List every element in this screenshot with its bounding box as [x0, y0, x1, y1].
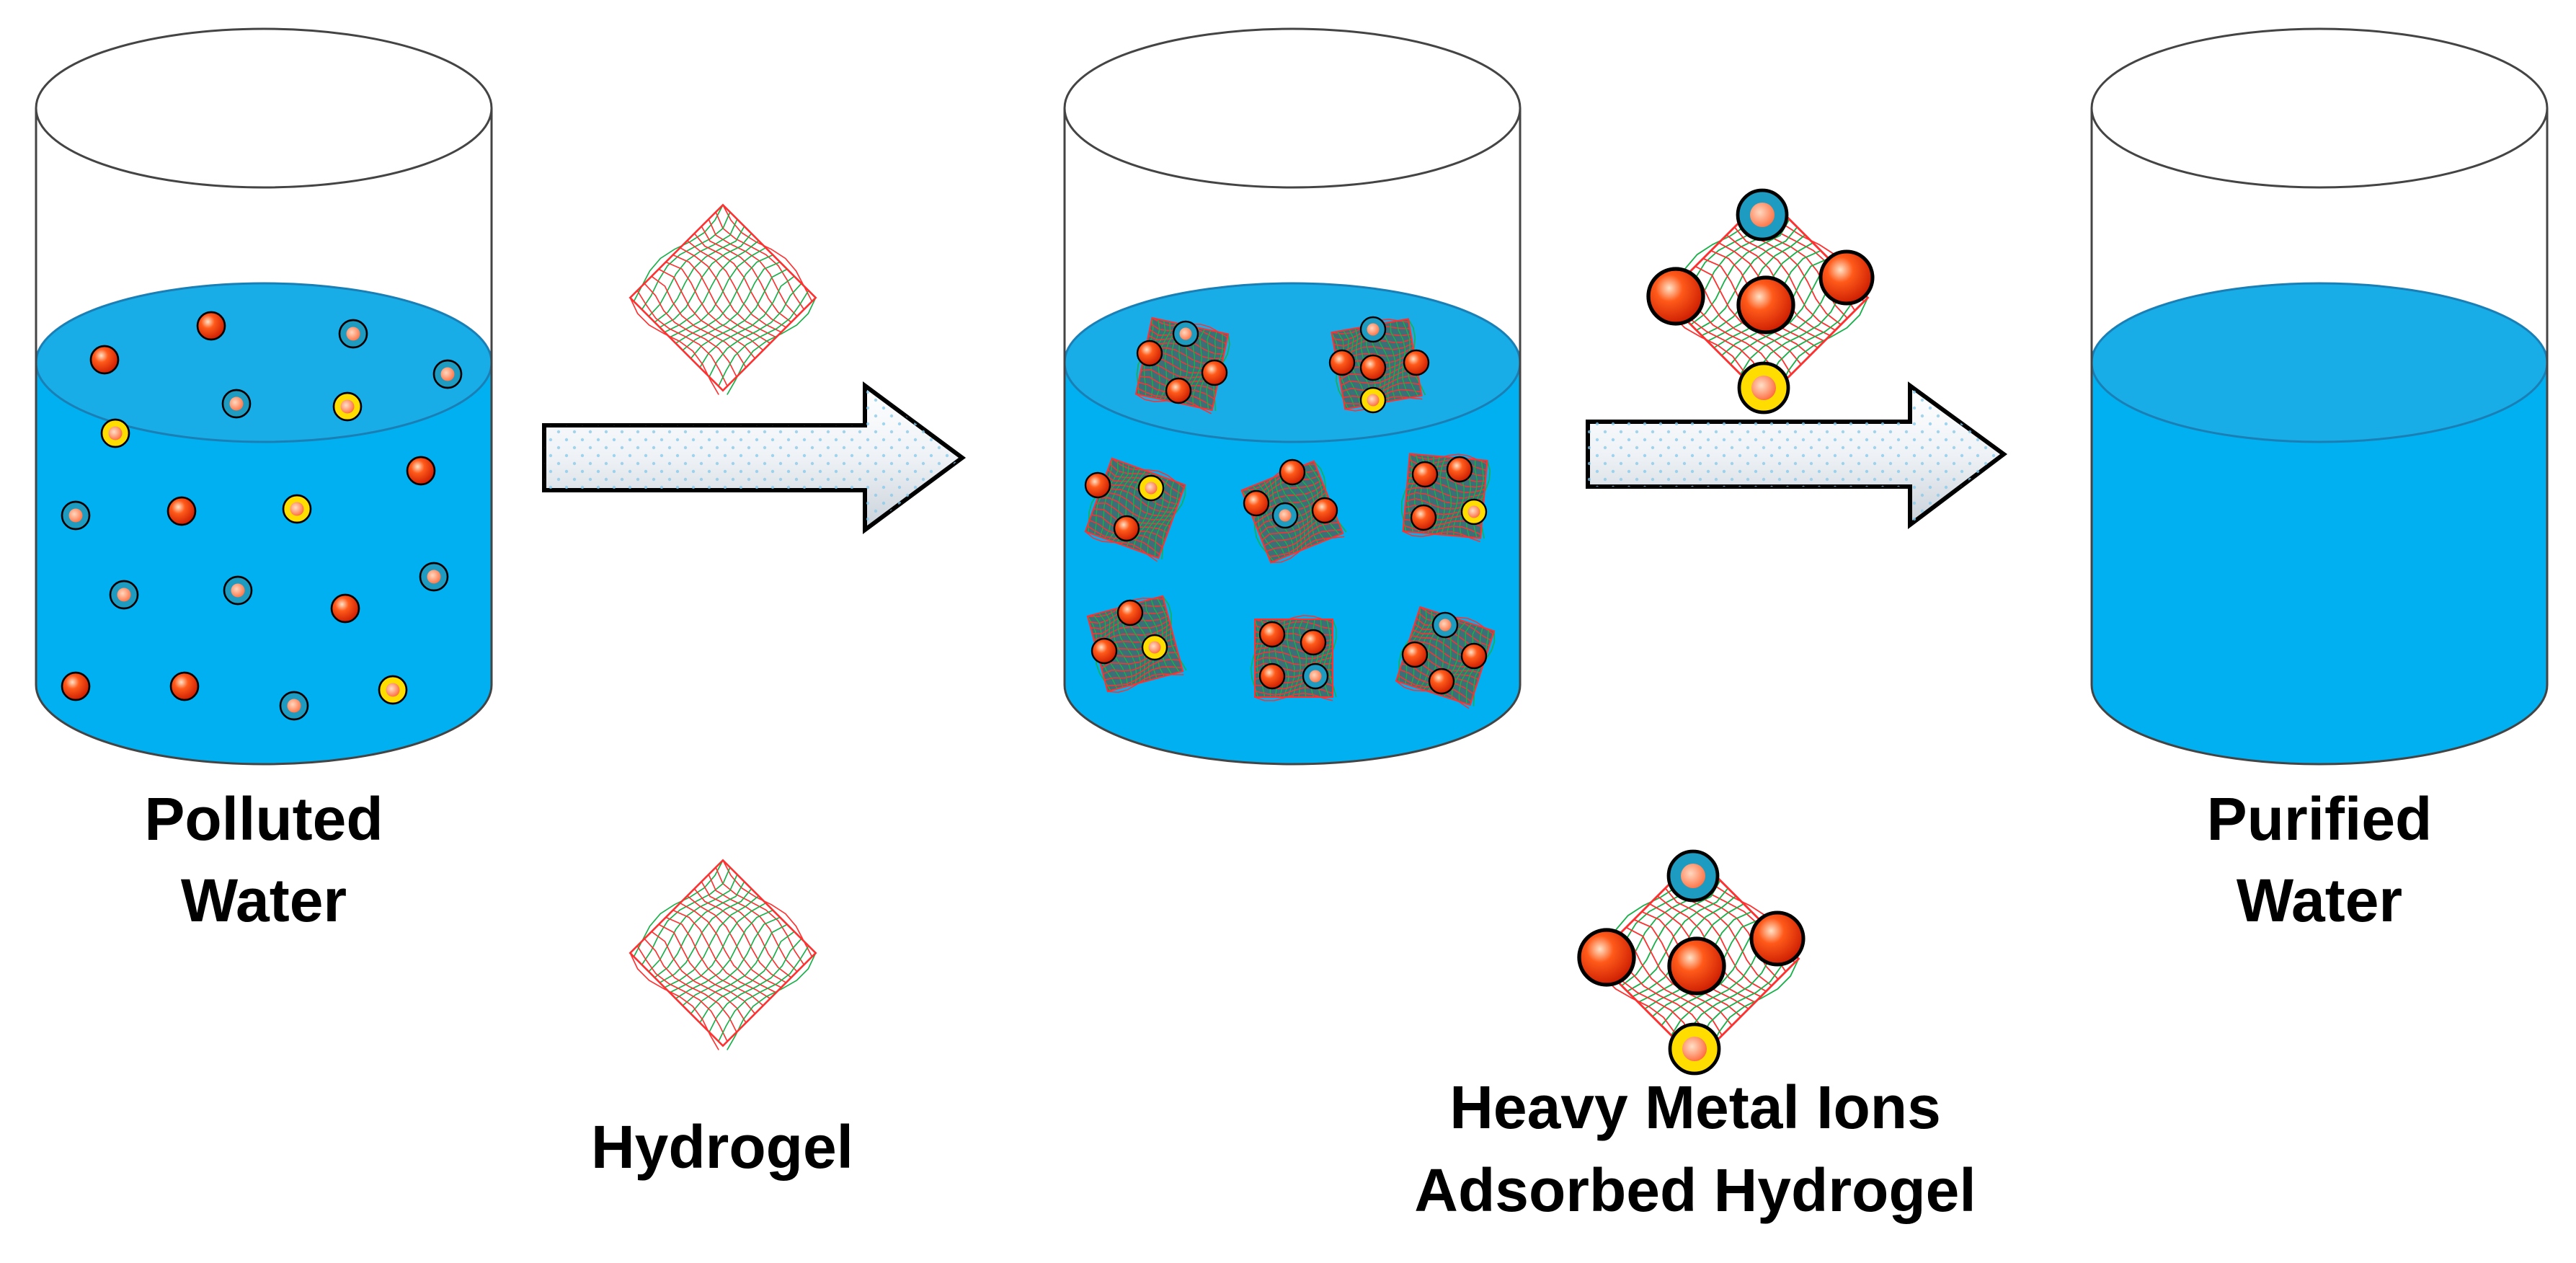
red-ion [406, 456, 436, 486]
red-ion [1279, 458, 1306, 486]
red-ion [330, 593, 360, 624]
red-ion [1460, 642, 1488, 670]
red-ion [1667, 936, 1726, 996]
red-ion [1091, 637, 1118, 665]
teal-ion [1666, 849, 1720, 903]
yellow-ion [1137, 474, 1165, 502]
red-ion [169, 671, 200, 701]
red-ion [1403, 349, 1430, 376]
polluted-water-body [36, 363, 492, 764]
label-purified-line1: Purified [2207, 785, 2433, 853]
label-hydrogel: Hydrogel [591, 1113, 853, 1181]
red-ion [196, 311, 226, 341]
red-ion [1258, 621, 1286, 648]
beaker-rim-2 [1063, 27, 1522, 189]
red-ion [1136, 340, 1163, 367]
red-ion [1116, 599, 1144, 626]
teal-ion [61, 500, 91, 531]
yellow-ion [1460, 498, 1488, 526]
red-ion [1446, 456, 1473, 483]
beaker-outline-3 [2090, 108, 2549, 766]
teal-ion [338, 319, 368, 349]
red-ion [1258, 662, 1286, 690]
red-ion [61, 671, 91, 701]
yellow-ion [282, 494, 312, 524]
teal-ion [432, 359, 463, 389]
hydrogel-mesh [629, 859, 817, 1050]
yellow-ion [1668, 1022, 1721, 1076]
adsorbed-hydrogel-icon-top [1646, 188, 1875, 415]
hydrogel-icon-top [629, 203, 817, 395]
hydrogels-in-water [1084, 316, 1496, 709]
teal-ion [1271, 502, 1299, 529]
red-ion [1818, 249, 1875, 306]
yellow-ion [1141, 634, 1168, 661]
teal-ion [279, 691, 309, 721]
purified-water-surface [2090, 282, 2549, 443]
beaker-outline [35, 108, 493, 766]
red-ion [1577, 928, 1636, 987]
teal-ion [1359, 316, 1387, 343]
process-arrow-1 [542, 381, 967, 534]
red-ion [1165, 377, 1192, 404]
teal-ion [109, 580, 139, 610]
yellow-ion [1737, 361, 1790, 415]
red-ion [1084, 471, 1111, 499]
red-ion [1646, 267, 1705, 326]
yellow-ion [378, 675, 408, 705]
red-ion [166, 496, 197, 526]
teal-ion [419, 562, 449, 592]
beaker-purified [2090, 27, 2549, 766]
red-ion [1328, 349, 1356, 376]
label-purified-line2: Water [2237, 867, 2402, 934]
beaker-outline-2 [1063, 108, 1522, 766]
teal-ion [1302, 662, 1329, 690]
label-polluted-line2: Water [181, 867, 347, 934]
red-ion [1736, 275, 1795, 334]
label-polluted-line1: Polluted [144, 785, 383, 853]
beaker-rim [35, 27, 493, 189]
purified-water-body [2092, 363, 2547, 764]
red-ion [1428, 668, 1455, 695]
beaker-polluted [35, 27, 493, 766]
label-adsorbed-line2: Adsorbed Hydrogel [1414, 1156, 1976, 1224]
hydrogel-mesh [629, 203, 817, 395]
teal-ion [1736, 188, 1789, 241]
red-ion [1410, 504, 1437, 531]
polluted-ions [61, 311, 463, 721]
red-ion [1401, 641, 1429, 668]
red-ion [1300, 629, 1327, 656]
hydrogel-icon-legend [629, 859, 817, 1050]
teal-ion [221, 389, 252, 419]
beaker-rim-3 [2090, 27, 2549, 189]
hydrogel-mesh [1400, 453, 1491, 543]
yellow-ion [1359, 386, 1387, 414]
red-ion [1243, 489, 1270, 517]
teal-ion [1172, 320, 1199, 347]
teal-ion [223, 575, 253, 606]
label-adsorbed-line1: Heavy Metal Ions [1449, 1073, 1941, 1141]
red-ion [1311, 497, 1338, 524]
yellow-ion [332, 391, 363, 422]
teal-ion [1431, 611, 1459, 639]
water-surface-2 [1063, 282, 1522, 443]
red-ion [1113, 515, 1140, 542]
red-ion [1201, 359, 1228, 386]
red-ion [1749, 910, 1806, 967]
red-ion [1411, 461, 1439, 488]
adsorbed-hydrogel-icon-legend [1577, 849, 1806, 1076]
beaker-adsorption [1063, 27, 1522, 766]
red-ion [1359, 354, 1387, 381]
process-arrow-2 [1586, 381, 2008, 530]
red-ion [89, 345, 120, 375]
yellow-ion [100, 418, 130, 448]
